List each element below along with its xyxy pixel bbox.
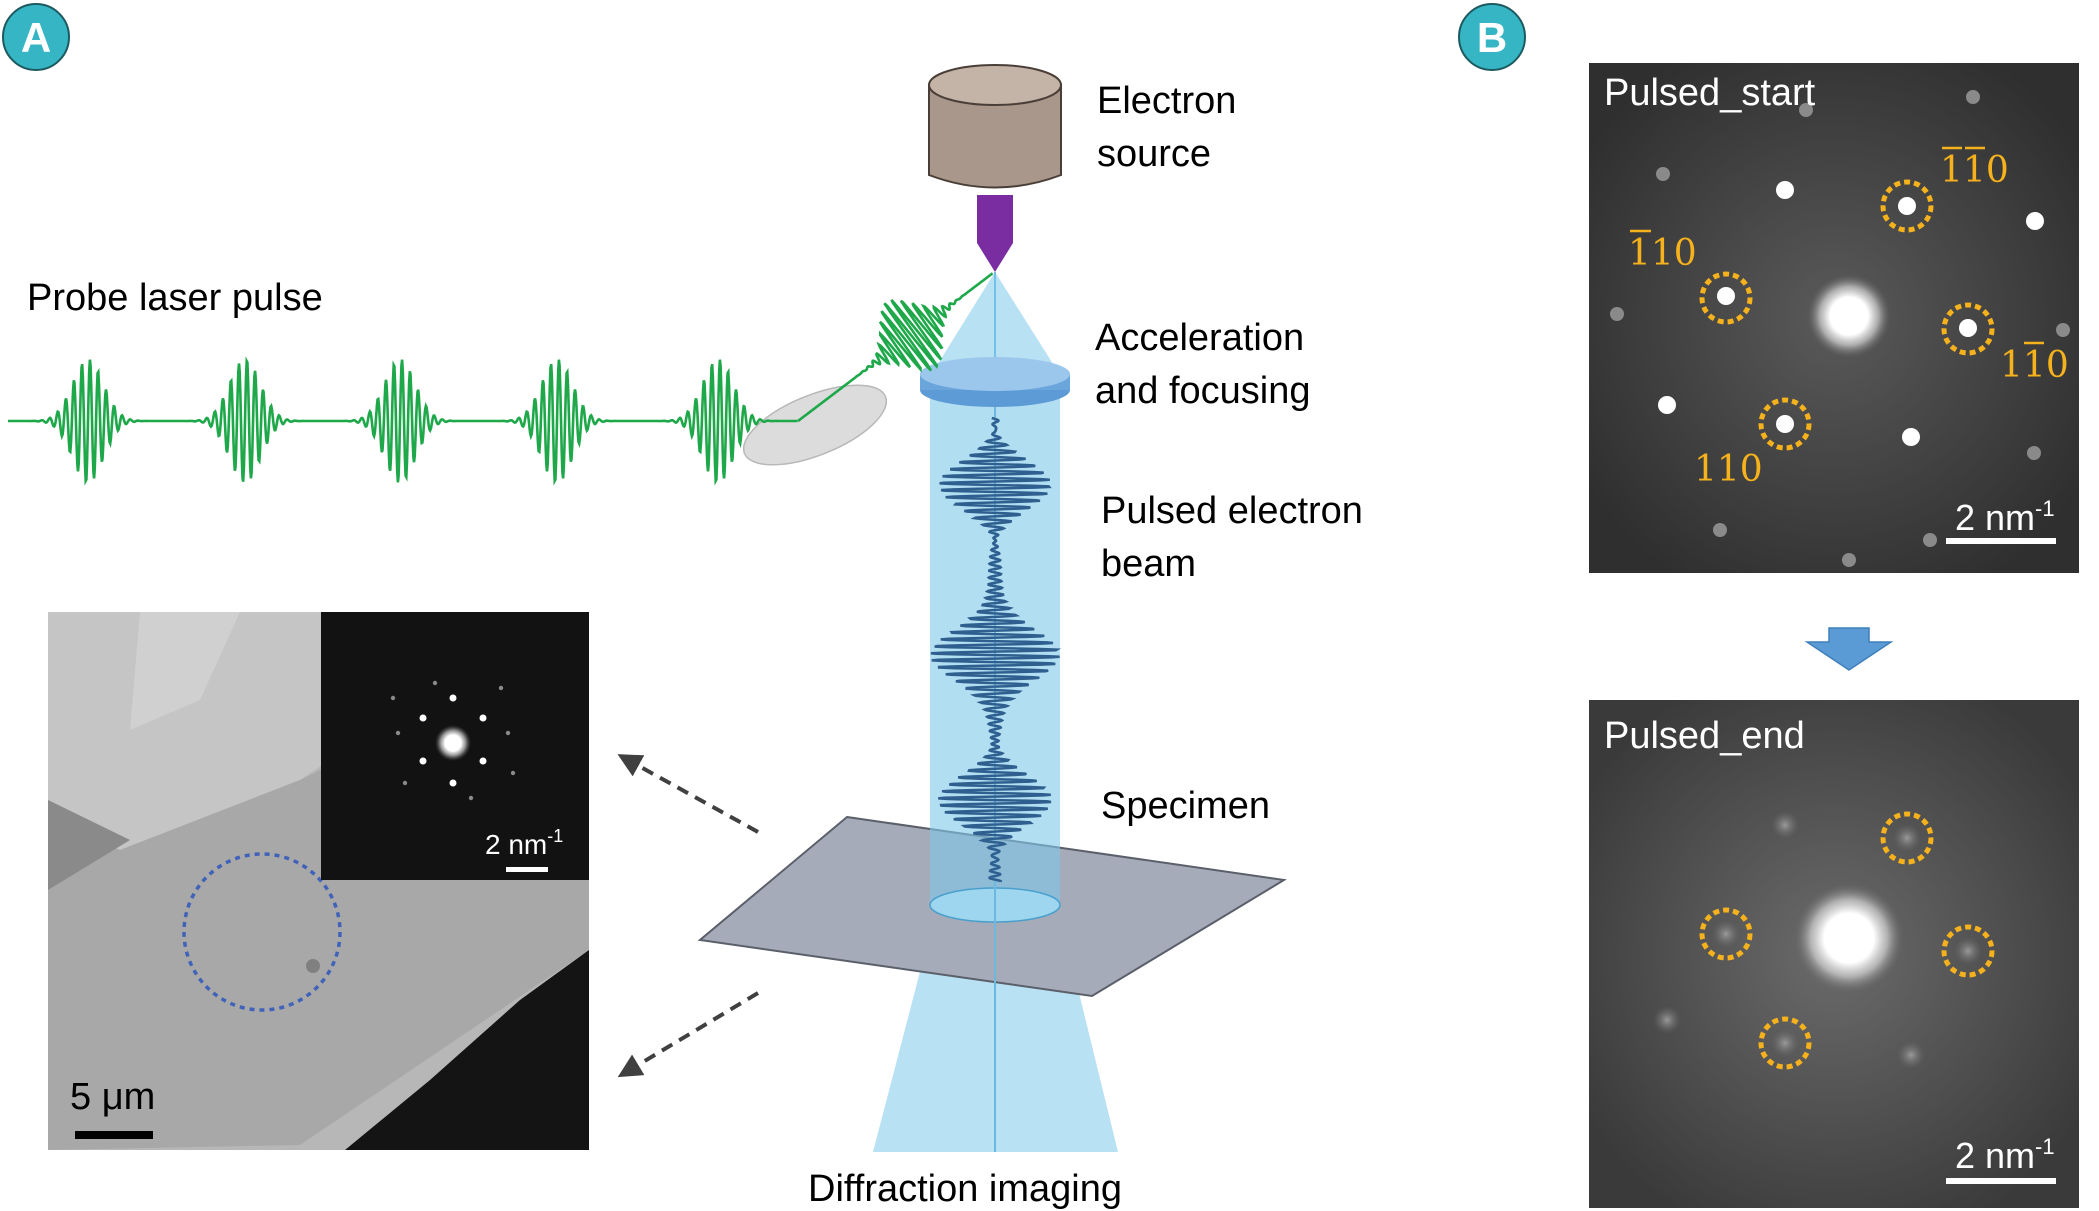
inset-spot: [419, 757, 427, 765]
inset-spot: [419, 714, 427, 722]
diffraction-spot: [1610, 307, 1624, 321]
diffraction-spot: [1776, 181, 1794, 199]
faded-spot: [1653, 1006, 1681, 1034]
diffraction-spot: [1713, 523, 1727, 537]
label-specimen: Specimen: [1101, 785, 1270, 827]
label-electron-source-1: Electron: [1097, 80, 1236, 122]
highlight-ring: [1699, 907, 1753, 961]
inset-spot: [510, 770, 516, 776]
spot-label-bar1-bar1-0: 110: [1940, 146, 2009, 191]
inset-diffraction: 2 nm-1: [321, 612, 589, 880]
inset-spot: [402, 780, 408, 786]
inset-scalebar-label: 2 nm-1: [485, 826, 563, 860]
end-title: Pulsed_end: [1604, 715, 1805, 757]
highlight-ring: [1941, 924, 1995, 978]
diffraction-spot: [1776, 415, 1794, 433]
label-electron-source-2: source: [1097, 133, 1211, 175]
electron-wavepackets: [930, 416, 1062, 883]
label-diffraction-imaging: Diffraction imaging: [808, 1168, 1122, 1210]
highlight-ring: [1758, 1016, 1812, 1070]
spot-label-bar1-10: 110: [1628, 229, 1697, 274]
svg-text:A: A: [21, 14, 51, 61]
highlight-ring: [1941, 302, 1995, 356]
electron-gun: [928, 64, 1062, 272]
faded-spot: [1771, 811, 1799, 839]
diffraction-spot: [1658, 396, 1676, 414]
probe-laser-pulse-train: [8, 356, 798, 486]
start-scalebar-label: 2 nm-1: [1955, 496, 2055, 538]
label-pulsed-beam-1: Pulsed electron: [1101, 490, 1363, 532]
inset-spot: [479, 714, 487, 722]
diffraction-spot: [2056, 323, 2070, 337]
diffraction-spot: [1902, 428, 1920, 446]
focusing-cone: [931, 272, 1060, 375]
spot-label-110: 110: [1694, 449, 1763, 490]
diffraction-spot: [1923, 533, 1937, 547]
down-arrow-icon: [1804, 627, 1894, 671]
diffraction-spot: [1842, 553, 1856, 567]
svg-text:110: 110: [1628, 233, 1697, 274]
faded-spot: [1897, 1041, 1925, 1069]
inset-spot: [449, 779, 457, 787]
diffraction-spot: [1717, 287, 1735, 305]
end-scalebar-label: 2 nm-1: [1955, 1134, 2055, 1176]
reflected-laser-pulse: [797, 272, 994, 423]
diffraction-pulsed-end: Pulsed_end 2 nm-1: [1589, 700, 2079, 1208]
dashed-arrow-icon: [617, 754, 759, 834]
faded-spot: [1893, 824, 1921, 852]
start-title: Pulsed_start: [1604, 72, 1816, 114]
panel-a-badge: A: [2, 3, 70, 71]
highlight-ring: [1699, 271, 1753, 325]
inset-spot: [449, 694, 457, 702]
dashed-arrow-icon: [617, 991, 760, 1078]
spot-label-1-bar1-0: 110: [2000, 341, 2069, 386]
inset-spot: [390, 695, 396, 701]
diffraction-spot: [1898, 197, 1916, 215]
inset-spot: [395, 730, 401, 736]
diffraction-spot: [2026, 212, 2044, 230]
highlight-ring: [1880, 179, 1934, 233]
diffraction-spot: [1966, 90, 1980, 104]
diffraction-spot: [1799, 103, 1813, 117]
faded-spot: [1954, 937, 1982, 965]
label-acceleration-2: and focusing: [1095, 370, 1311, 412]
highlight-ring: [1880, 811, 1934, 865]
highlight-ring: [1758, 397, 1812, 451]
inset-spot: [432, 680, 438, 686]
label-acceleration-1: Acceleration: [1095, 317, 1304, 359]
svg-text:110: 110: [2000, 345, 2069, 386]
svg-text:110: 110: [1940, 150, 2009, 191]
panel-b-badge: B: [1458, 3, 1526, 71]
svg-text:B: B: [1477, 14, 1507, 61]
inset-spots: [390, 680, 516, 801]
start-diffraction-spots: [1610, 90, 2070, 567]
inset-spot: [505, 730, 511, 736]
laser-mirror: [742, 384, 888, 466]
faded-spot: [1771, 1029, 1799, 1057]
inset-spot: [479, 757, 487, 765]
micrograph-scalebar-label: 5 μm: [70, 1076, 155, 1118]
diffraction-spot: [1656, 167, 1670, 181]
inset-spot: [498, 685, 504, 691]
faded-spot: [1712, 920, 1740, 948]
diffraction-spot: [2027, 446, 2041, 460]
label-probe-laser: Probe laser pulse: [27, 277, 323, 319]
end-diffraction-spots: [1653, 811, 1995, 1070]
diffraction-spot: [1959, 319, 1977, 337]
inset-spot: [468, 795, 474, 801]
label-pulsed-beam-2: beam: [1101, 543, 1196, 585]
diffraction-pulsed-start: Pulsed_start 2 nm-1 110 110 110 110: [1589, 63, 2079, 573]
lens-disk: [920, 357, 1070, 407]
